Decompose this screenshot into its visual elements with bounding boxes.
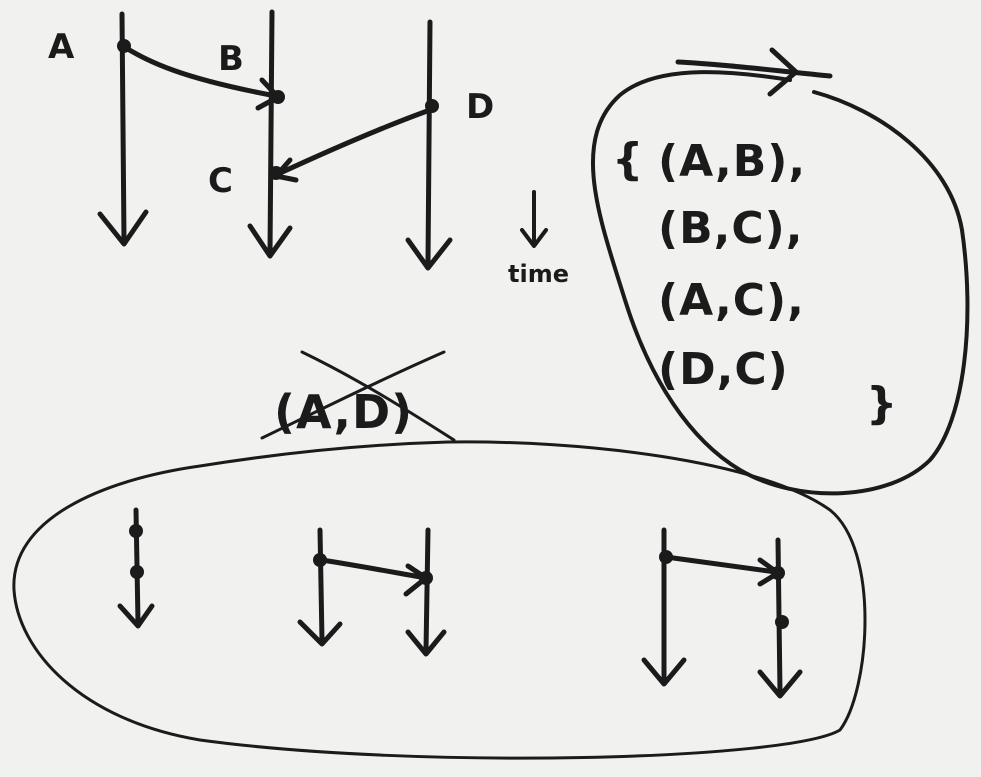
pair-1: (A,B), (658, 136, 806, 187)
brace-close: } (866, 378, 898, 429)
ex1-event-2 (130, 565, 144, 579)
timeline-b (247, 9, 293, 259)
pair-4: (D,C) (658, 344, 789, 395)
strike-line-2 (260, 350, 446, 440)
examples-ellipse (12, 440, 867, 760)
examples-group (12, 440, 867, 760)
message-d-to-c (273, 107, 433, 183)
time-arrow (520, 190, 548, 248)
pair-2: (B,C), (658, 203, 803, 254)
label-a: A (48, 27, 75, 67)
label-c: C (208, 161, 233, 201)
time-label: time (508, 260, 569, 288)
ex1-event-1 (129, 524, 143, 538)
timeline-d (405, 19, 453, 271)
crossed-pair: (A,D) (260, 350, 456, 442)
set-arrow (675, 59, 833, 79)
relation-set: { (A,B), (B,C), (A,C), (D,C) } (591, 47, 970, 496)
brace-open: { (612, 134, 644, 185)
timeline-a (97, 11, 149, 247)
set-bubble (591, 70, 970, 496)
process-diagram: A B C D (48, 9, 494, 271)
example-transitive (641, 527, 803, 699)
example-single-process (117, 507, 155, 629)
pair-3: (A,C), (658, 275, 805, 326)
example-direct-message (297, 527, 447, 657)
ex3-later-event (775, 615, 789, 629)
strike-line-1 (300, 350, 456, 442)
label-b: B (218, 39, 244, 79)
crossed-pair-text: (A,D) (274, 385, 413, 439)
label-d: D (466, 87, 494, 127)
message-a-to-b (123, 45, 281, 111)
